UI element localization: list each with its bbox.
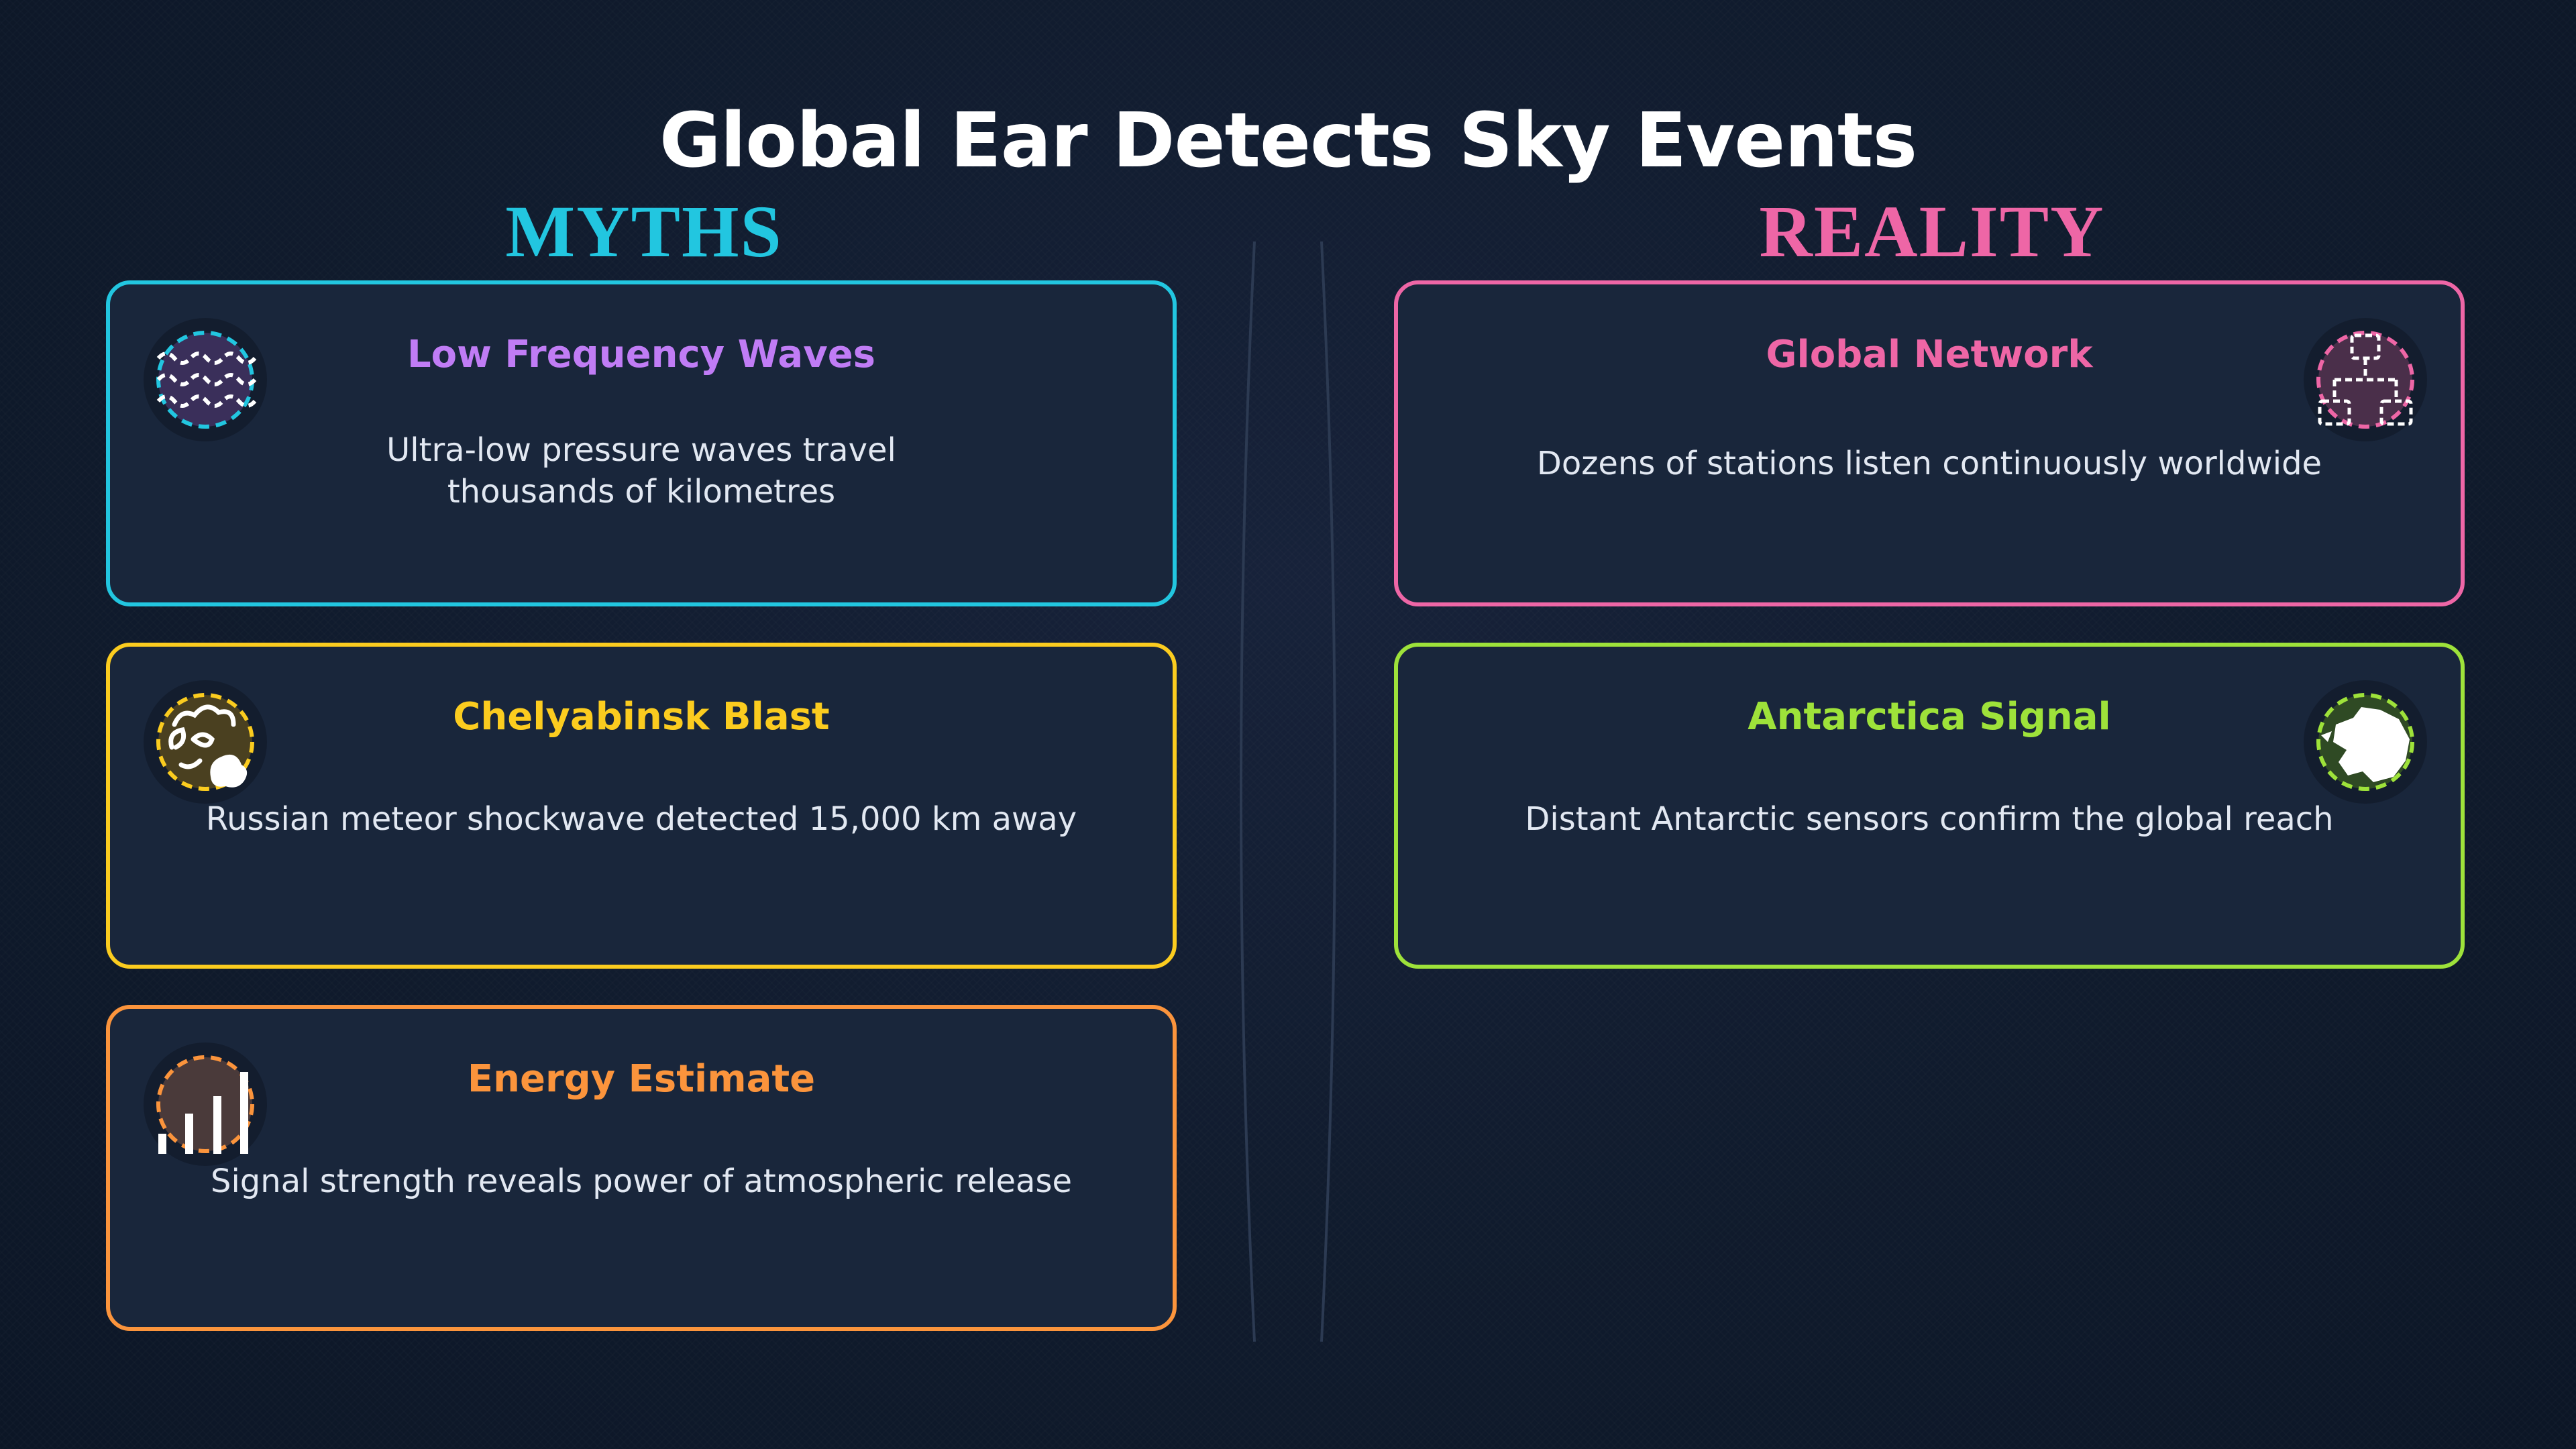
page-title: Global Ear Detects Sky Events <box>659 97 1917 184</box>
card-body: Russian meteor shockwave detected 15,000… <box>205 800 1077 838</box>
card-body: Signal strength reveals power of atmosph… <box>211 1163 1072 1200</box>
network-icon <box>2301 315 2430 444</box>
card-title: Global Network <box>1766 333 2093 376</box>
card-body: Distant Antarctic sensors confirm the gl… <box>1525 800 2334 838</box>
reality-card-antarctica-signal: Antarctica Signal Distant Antarctic sens… <box>1394 643 2465 969</box>
bar-chart-icon <box>141 1040 270 1169</box>
myth-card-chelyabinsk-blast: Chelyabinsk Blast Russian meteor shockwa… <box>106 643 1177 969</box>
card-title: Low Frequency Waves <box>407 333 876 376</box>
myths-heading: MYTHS <box>505 191 783 272</box>
reality-heading: REALITY <box>1759 191 2105 272</box>
antarctica-icon <box>2301 678 2430 806</box>
card-body: Ultra-low pressure waves travel thousand… <box>386 431 896 511</box>
explosion-icon <box>141 678 270 806</box>
card-title: Chelyabinsk Blast <box>453 695 830 739</box>
waves-icon <box>141 315 270 444</box>
myth-card-low-frequency-waves: Low Frequency Waves Ultra-low pressure w… <box>106 280 1177 606</box>
myth-card-energy-estimate: Energy Estimate Signal strength reveals … <box>106 1005 1177 1331</box>
center-divider <box>1240 241 1336 1342</box>
card-title: Energy Estimate <box>467 1057 816 1101</box>
card-title: Antarctica Signal <box>1748 695 2111 739</box>
reality-card-global-network: Global Network Dozens of stations listen… <box>1394 280 2465 606</box>
card-body: Dozens of stations listen continuously w… <box>1536 445 2322 482</box>
